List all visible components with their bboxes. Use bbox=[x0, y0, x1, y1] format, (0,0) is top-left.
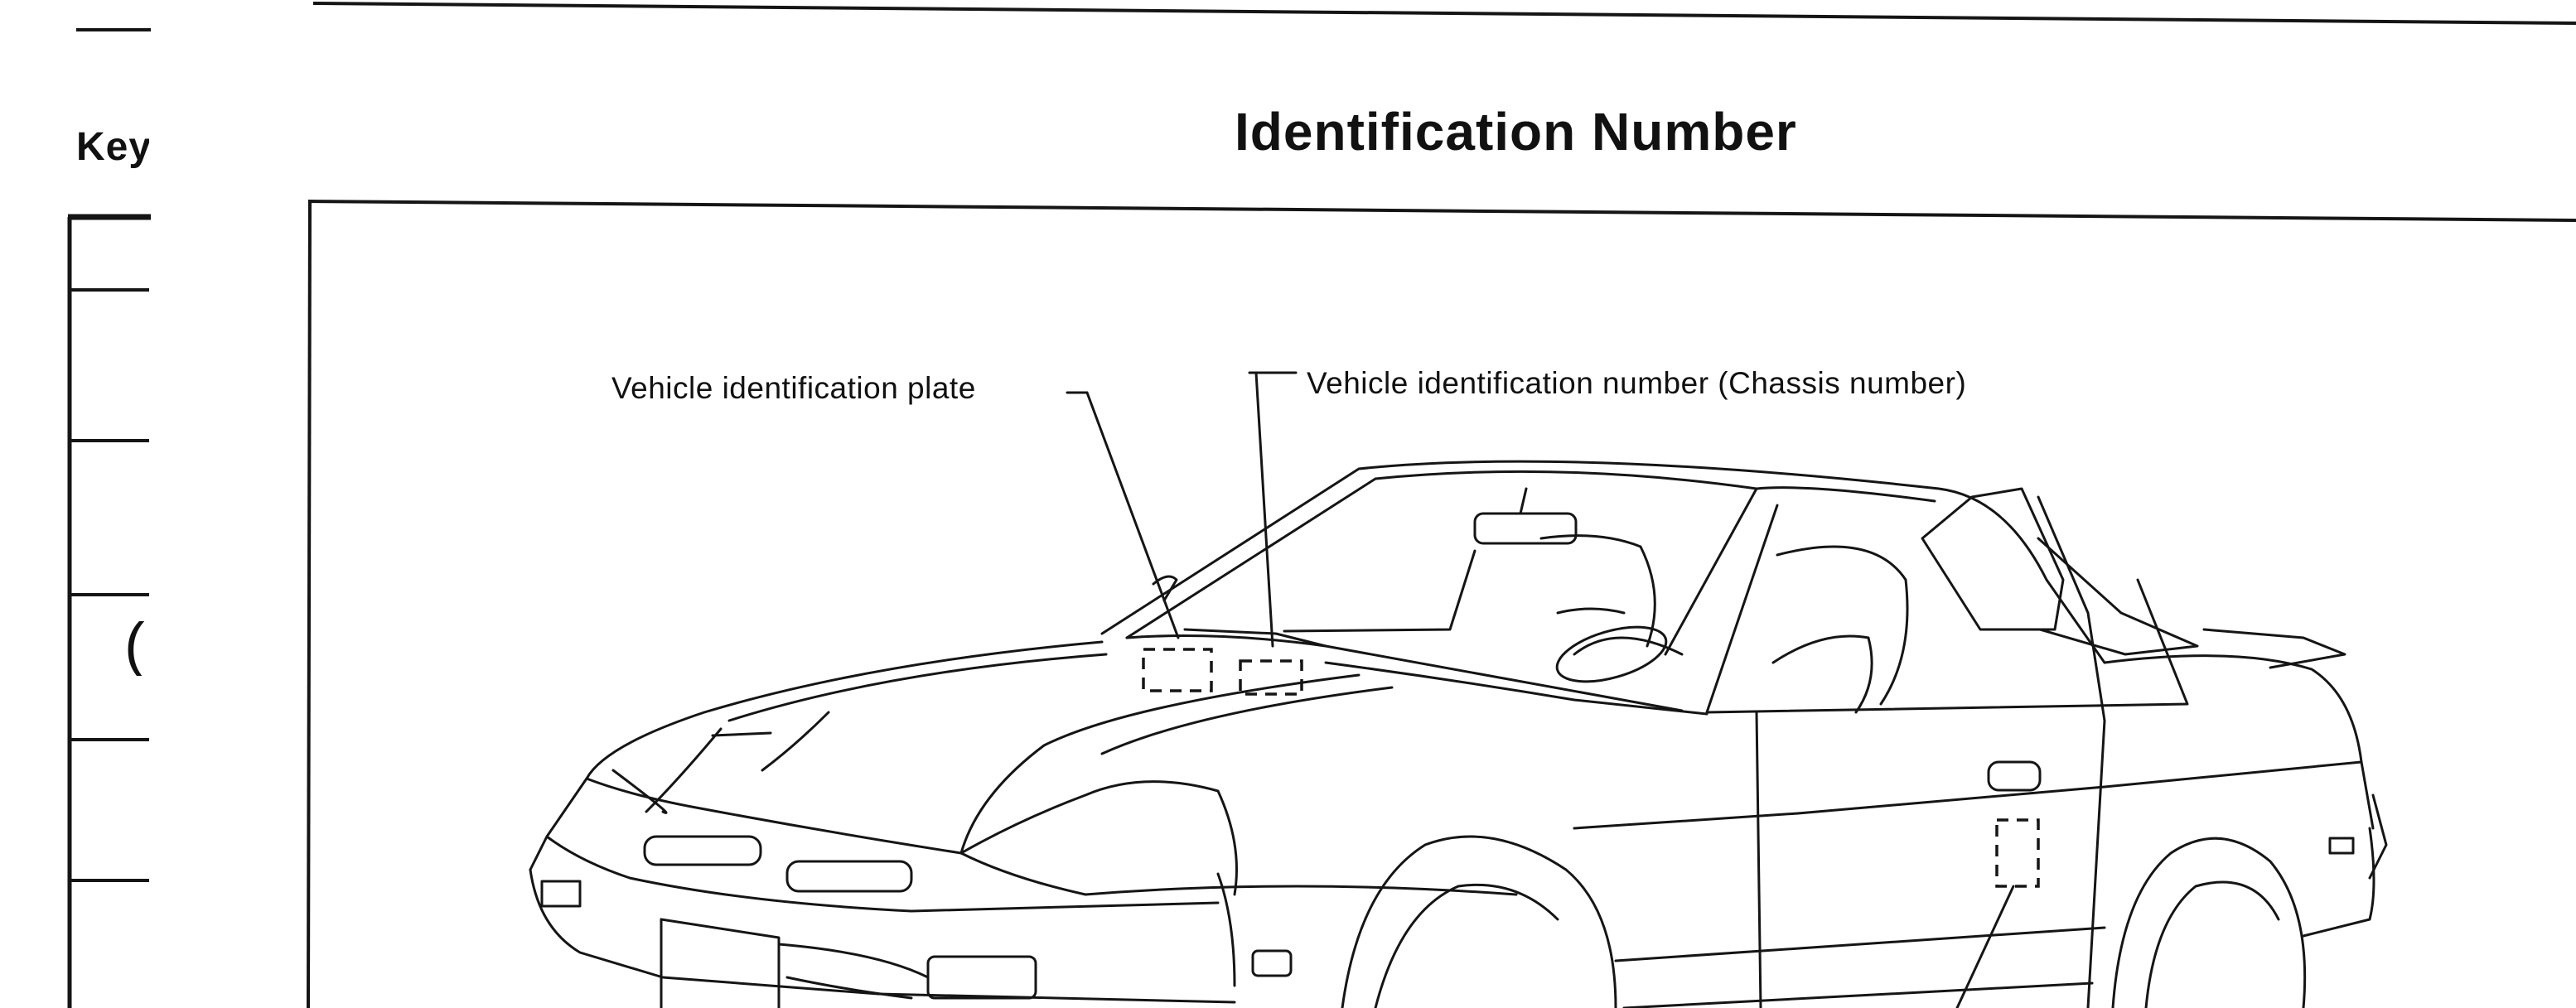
mirror-shape bbox=[1473, 512, 1578, 545]
page-title: Identification Number bbox=[1235, 102, 1797, 162]
bumper-light bbox=[926, 955, 1037, 1000]
grille-left bbox=[643, 835, 762, 866]
rear-marker bbox=[2328, 837, 2355, 855]
side-marker bbox=[1251, 949, 1293, 977]
door-handle bbox=[1987, 760, 2042, 792]
vin-location-marker bbox=[1239, 659, 1303, 696]
figure-frame bbox=[307, 200, 2576, 1008]
left-heading-fragment: Key bbox=[76, 125, 149, 169]
callout-vehicle-identification-number: Vehicle identification number (Chassis n… bbox=[1307, 366, 1967, 400]
door-vin-location-marker bbox=[1995, 818, 2040, 888]
key-table-fragment bbox=[67, 214, 151, 1008]
fog-light bbox=[540, 880, 582, 908]
left-paren-fragment: ( bbox=[124, 615, 145, 676]
car-illustration bbox=[529, 460, 2388, 1008]
top-rule bbox=[312, 2, 2576, 25]
callout-vehicle-identification-plate: Vehicle identification plate bbox=[611, 371, 976, 405]
grille-right bbox=[785, 860, 913, 893]
leader-lines bbox=[1066, 371, 2015, 1008]
location-markers bbox=[1142, 648, 2040, 888]
plate-location-marker bbox=[1142, 648, 1213, 692]
